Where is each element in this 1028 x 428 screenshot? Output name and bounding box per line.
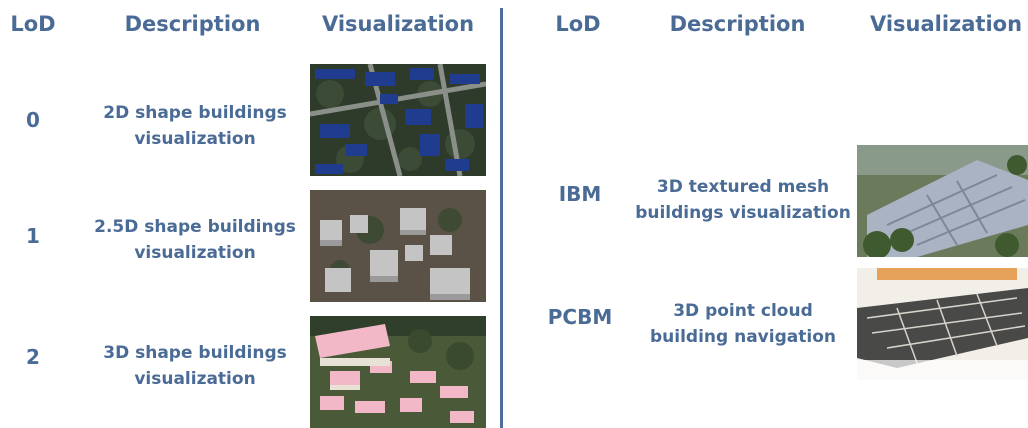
left-row-1-desc-line2: visualization: [134, 243, 256, 263]
pcbm-point-cloud-image: [857, 268, 1028, 380]
left-row-1-desc-line1: 2.5D shape buildings: [94, 217, 296, 237]
right-header-visualization: Visualization: [869, 12, 1023, 36]
left-row-0-description: 2D shape buildings visualization: [80, 100, 310, 152]
right-row-0-desc-line2: buildings visualization: [635, 203, 851, 223]
ibm-textured-mesh-image: [857, 145, 1028, 257]
right-row-1-description: 3D point cloud building navigation: [628, 298, 858, 350]
lod1-25d-visualization-image: [310, 190, 486, 302]
right-row-1-desc-line2: building navigation: [650, 327, 836, 347]
left-row-2-desc-line1: 3D shape buildings: [103, 343, 287, 363]
left-header-lod: LoD: [10, 12, 56, 36]
right-row-0-description: 3D textured mesh buildings visualization: [628, 174, 858, 226]
left-row-1-description: 2.5D shape buildings visualization: [80, 214, 310, 266]
right-header-description: Description: [669, 12, 806, 36]
left-row-0-lod: 0: [26, 108, 40, 132]
lod0-2d-visualization-image: [310, 64, 486, 176]
right-header-lod: LoD: [555, 12, 601, 36]
right-row-0-desc-line1: 3D textured mesh: [656, 177, 830, 197]
left-header-visualization: Visualization: [321, 12, 475, 36]
left-row-2-description: 3D shape buildings visualization: [80, 340, 310, 392]
left-header-description: Description: [124, 12, 261, 36]
left-row-0-desc-line1: 2D shape buildings: [103, 103, 287, 123]
right-row-0-lod: IBM: [558, 182, 602, 206]
lod2-3d-visualization-image: [310, 316, 486, 428]
table-divider: [500, 8, 503, 428]
right-row-1-lod: PCBM: [547, 305, 613, 329]
left-row-0-desc-line2: visualization: [134, 129, 256, 149]
left-row-1-lod: 1: [26, 224, 40, 248]
left-row-2-lod: 2: [26, 345, 40, 369]
right-row-1-desc-line1: 3D point cloud: [673, 301, 813, 321]
left-row-2-desc-line2: visualization: [134, 369, 256, 389]
